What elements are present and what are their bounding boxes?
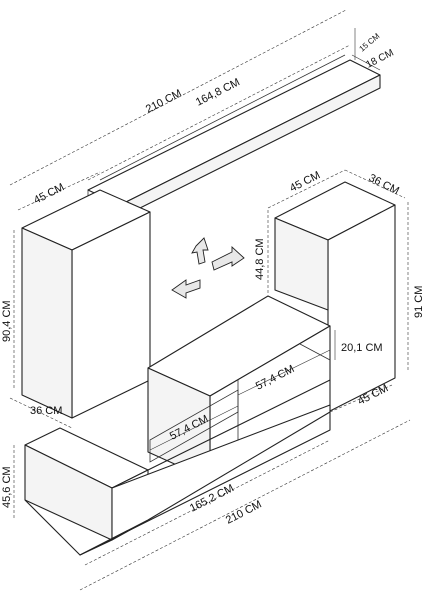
assembly-arrow-up [191, 237, 209, 265]
assembly-arrow-right [211, 245, 245, 271]
label-left-cab-width: 45 CM [32, 181, 66, 206]
label-drawer-height: 20,1 CM [341, 342, 383, 354]
label-right-cab-height: 91 CM [413, 286, 424, 318]
label-left-cab-height: 90,4 CM [1, 300, 13, 342]
label-base-height: 45,6 CM [1, 466, 13, 508]
label-right-cab-depth: 36 CM [367, 172, 401, 197]
label-shelf-length: 210 CM [144, 87, 184, 115]
left-wall-cabinet [21, 189, 151, 419]
right-wall-cabinet [274, 181, 396, 413]
assembly-arrow-left [171, 279, 201, 299]
label-right-cab-width: 45 CM [288, 169, 322, 194]
label-shelf-depth: 15 CM [358, 31, 382, 53]
label-left-cab-depth: 36 CM [30, 405, 62, 417]
label-gap-height: 44,8 CM [254, 238, 266, 280]
low-base-unit [24, 379, 331, 556]
label-shelf-height: 18 CM [364, 48, 395, 71]
label-base-length: 210 CM [224, 498, 264, 526]
label-shelf-inner: 164,8 CM [194, 76, 242, 108]
dimension-lines [9, 9, 411, 591]
